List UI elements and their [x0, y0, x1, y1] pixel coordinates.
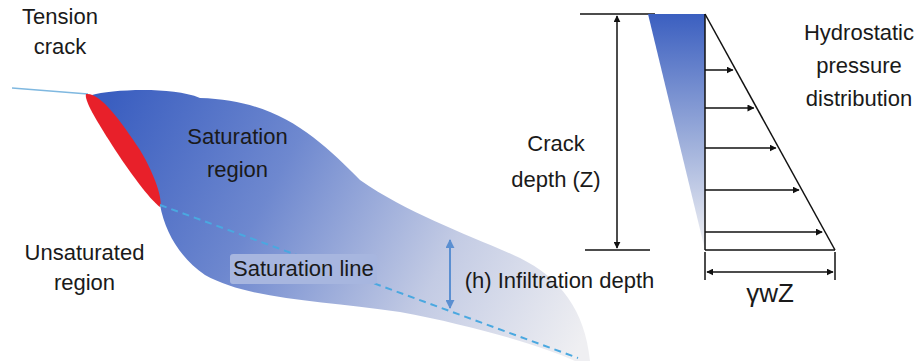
region-label: Saturation region	[180, 120, 295, 186]
text-holder: Saturation line	[230, 254, 377, 284]
text-holder: Unsaturated region	[12, 238, 157, 298]
text-holder: Tension crack	[5, 2, 115, 62]
water-strip	[648, 14, 705, 250]
bracket-tick	[580, 13, 655, 15]
dimension-label: γwZ	[720, 278, 820, 308]
text-holder: γwZ	[720, 278, 820, 308]
triangle-edge	[705, 249, 835, 251]
text-holder: Hydrostatic pressure distribution	[797, 16, 921, 115]
region-fill	[92, 90, 590, 361]
text-holder: (h) Infiltration depth	[462, 262, 657, 300]
pressure-arrow	[705, 189, 799, 191]
pressure-arrows	[705, 70, 822, 232]
triangle-edge	[704, 14, 706, 250]
saturation-region: Saturation regionSaturation line	[80, 85, 600, 361]
part-label: Tension crack	[5, 2, 115, 62]
ground-line	[12, 88, 88, 94]
text-holder: Crack depth (Z)	[500, 126, 612, 198]
line-label: Saturation line	[230, 254, 377, 284]
region-shape	[80, 85, 600, 361]
text-holder: Saturation region	[180, 120, 295, 186]
infiltration-arrow	[449, 240, 451, 308]
triangle-edge	[705, 14, 835, 250]
pressure-arrow	[705, 69, 733, 71]
dimension-label: (h) Infiltration depth	[462, 262, 657, 300]
pressure-arrow	[705, 231, 822, 233]
pressure-arrow	[705, 107, 754, 109]
dimension-label: Crack depth (Z)	[500, 126, 612, 198]
dimension-tick	[834, 252, 836, 280]
dimension-tick	[704, 252, 706, 280]
dimension-arrow	[616, 16, 618, 248]
dimension-arrow	[707, 271, 833, 273]
pressure-arrow	[705, 147, 776, 149]
part-label: Hydrostatic pressure distribution	[797, 16, 921, 115]
tension-crack	[86, 94, 161, 207]
bracket-tick	[585, 249, 650, 251]
region-label: Unsaturated region	[12, 238, 157, 298]
